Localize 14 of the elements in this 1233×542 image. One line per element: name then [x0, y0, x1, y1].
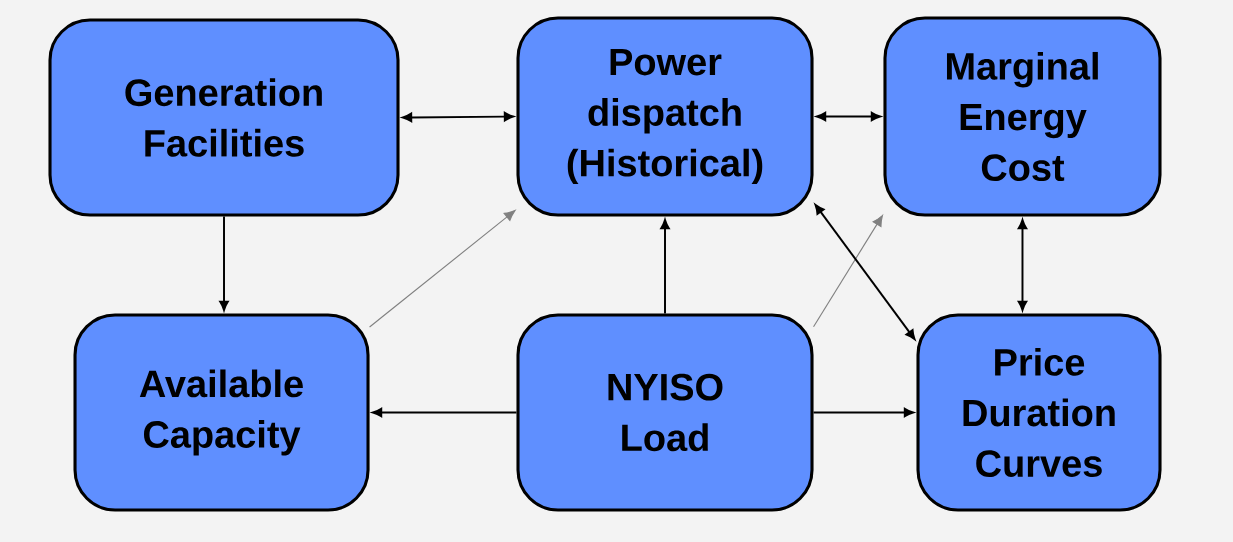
process-box: NYISO Load: [516, 313, 814, 512]
process-box: Price Duration Curves: [916, 313, 1162, 512]
arrow: [369, 210, 516, 328]
arrow: [813, 215, 883, 328]
arrow: [1017, 219, 1028, 311]
process-box: Marginal Energy Cost: [883, 16, 1162, 217]
process-box: Available Capacity: [73, 313, 370, 512]
arrow: [812, 407, 914, 418]
arrow: [660, 219, 670, 315]
process-box: Generation Facilities: [48, 18, 400, 217]
arrow: [219, 215, 229, 311]
arrow: [372, 407, 518, 418]
arrow: [814, 204, 916, 340]
process-box: Power dispatch (Historical): [516, 16, 814, 217]
